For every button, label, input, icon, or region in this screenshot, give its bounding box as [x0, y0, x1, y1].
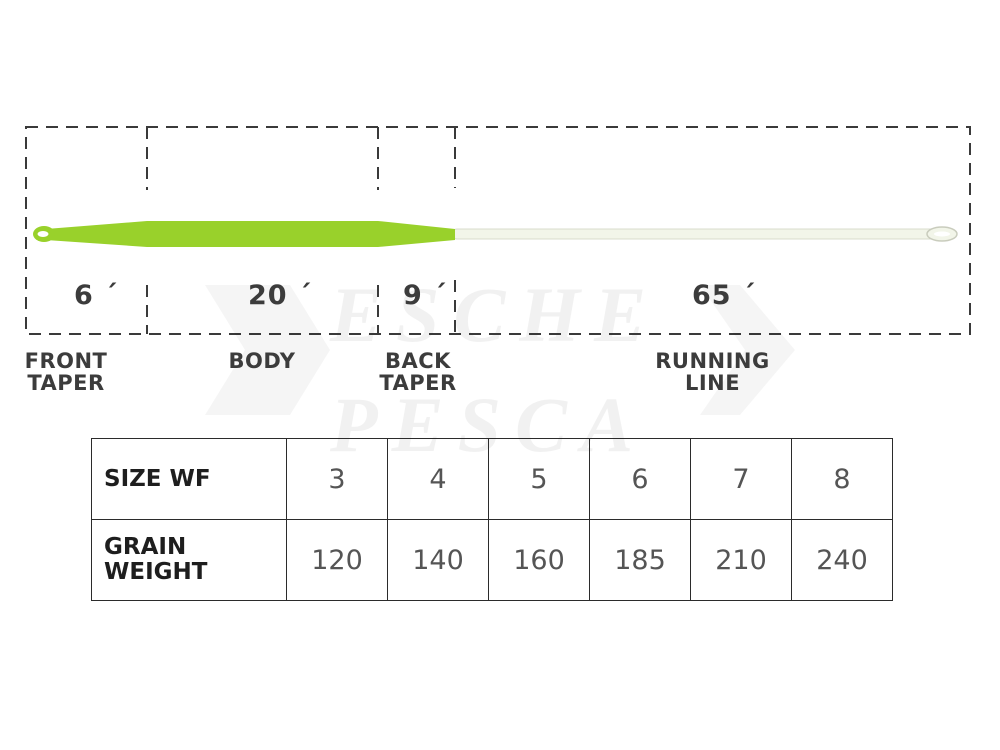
size-cell: 3 [286, 438, 388, 520]
running-line-label: RUNNING LINE [640, 350, 785, 394]
back-taper-label-line2: TAPER [379, 371, 457, 395]
running-line-length: 65 ´ [692, 280, 757, 311]
watermark-text-top: ESCHE [330, 271, 661, 358]
line-head [33, 221, 455, 247]
front-taper-label: FRONT TAPER [14, 350, 118, 394]
body-label-line1: BODY [228, 349, 296, 373]
grain-header-line1: GRAIN [104, 534, 187, 560]
body-length: 20 ´ [248, 280, 313, 311]
grain-row: GRAIN WEIGHT 120 140 160 185 210 240 [91, 519, 893, 601]
running-line [451, 226, 958, 242]
size-cell: 8 [791, 438, 893, 520]
back-taper-length: 9 ´ [403, 280, 448, 311]
size-row: SIZE WF 3 4 5 6 7 8 [91, 438, 893, 520]
size-cell: 4 [387, 438, 489, 520]
grain-cell: 210 [690, 519, 792, 601]
running-line-label-line2: LINE [684, 371, 741, 395]
size-cell: 7 [690, 438, 792, 520]
grain-cell: 185 [589, 519, 691, 601]
front-taper-label-line2: TAPER [27, 371, 105, 395]
size-cell: 6 [589, 438, 691, 520]
front-loop-hole [37, 231, 49, 237]
grain-weight-header: GRAIN WEIGHT [91, 519, 287, 601]
body-label: BODY [212, 350, 312, 372]
grain-cell: 240 [791, 519, 893, 601]
grain-cell: 160 [488, 519, 590, 601]
back-taper-label: BACK TAPER [368, 350, 468, 394]
grain-cell: 140 [387, 519, 489, 601]
rear-loop-hole [934, 231, 950, 237]
size-grain-table: SIZE WF 3 4 5 6 7 8 GRAIN WEIGHT 120 140… [91, 438, 893, 601]
running-line-label-line1: RUNNING [655, 349, 770, 373]
back-taper-label-line1: BACK [385, 349, 451, 373]
outer-dashed-frame [25, 126, 971, 335]
fly-line-diagram [25, 126, 971, 415]
front-taper-length: 6 ´ [74, 280, 119, 311]
size-wf-header: SIZE WF [91, 438, 287, 520]
watermark-arrows [205, 285, 795, 415]
front-taper-label-line1: FRONT [24, 349, 108, 373]
grain-header-line2: WEIGHT [104, 559, 208, 585]
segment-frames [25, 126, 971, 335]
grain-cell: 120 [286, 519, 388, 601]
size-cell: 5 [488, 438, 590, 520]
